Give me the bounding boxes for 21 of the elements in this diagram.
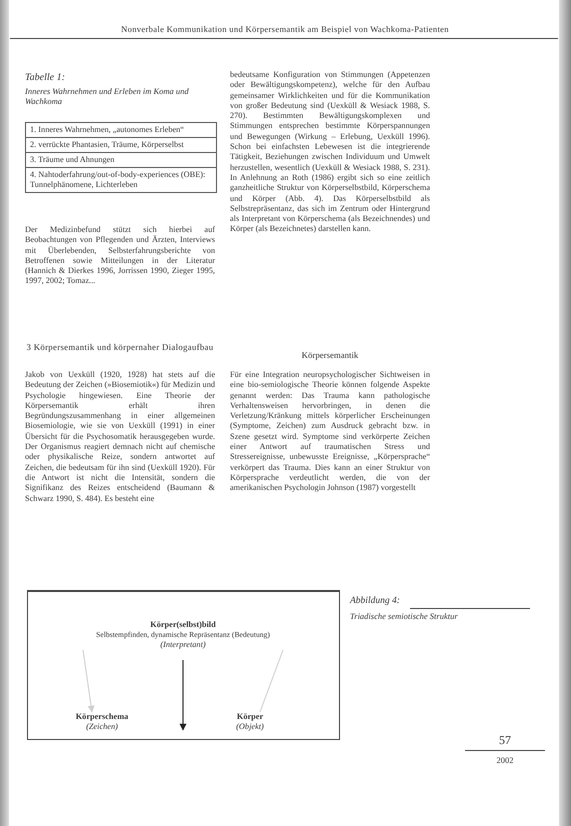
table-row: 1. Inneres Wahrnehmen, „autonomes Erleben“ xyxy=(25,122,217,137)
figure-caption: Triadische semiotische Struktur xyxy=(350,611,459,621)
table-row: 2. verrückte Phantasien, Träume, Körperselbst xyxy=(25,137,217,152)
running-header: Nonverbale Kommunikation und Körpersemantik am Beispiel von Wachkoma-Patienten xyxy=(120,24,450,34)
diagram-label: Körper (Objekt) xyxy=(220,712,280,732)
arrow xyxy=(82,650,95,713)
table-row: 4. Nahtoderfahrung/out-of-body-experiences (OBE): Tunnelphänomene, Lichterleben xyxy=(25,167,217,193)
figure-number: Abbildung 4: xyxy=(350,596,401,606)
diagram-label: Körperschema (Zeichen) xyxy=(62,712,142,732)
body-paragraph: Jakob von Uexküll (1920, 1928) hat stets auf die Bedeutung der Zeichen (»Biosemiotik«) für Medizin und Psychologie hingewiesen. Eine Theorie der Körpersemantik erhält ihren Begründungszusammenhang in einer allgemeinen Biosemiologie, wie sie von Uexküll (1991) in einer Übersicht für die Psychosomatik herausgegeben wurde. Der Organismus reagiert demnach nicht auf chemische oder physikalische Reize, sondern antwortet auf Zeichen, die bedeutsam für ihn sind (Uexküll 1920). Für die Antwort ist nicht die Intensität, sondern die Signifikanz des Reizes entscheidend (Baumann & Schwarz 1990, S. 484). Es besteht eine xyxy=(25,370,215,504)
subsection-heading: Körpersemantik xyxy=(300,350,360,360)
issue-year: 2002 xyxy=(496,755,514,765)
body-paragraph: bedeutsame Konfiguration von Stimmungen (Appetenzen oder Bewältigungskompetenz), welche für den Aufbau gemeinsamer Wirklichkeiten und für die Kommunikation von großer Bedeutung sind (Uexküll & Wesiack 1988, S. 270). Bestimmten Bewältigungskomplexen und Stimmungen entsprechen bestimmte Körperspannungen und Bewegungen (Wirkung – Erlebung, Uexküll 1996). Schon bei einfachsten Lebewesen ist die integrierende Tätigkeit, Beziehungen zwischen Individuum und Umwelt herzustellen, wesentlich (Uexküll & Wesiack 1988, S. 231). In Anlehnung an Roth (1986) ergibt sich so eine zeitlich ganzheitliche Struktur von Körperselbstbild, Körperschema und Körper (Abb. 4). Das Körperselbstbild als Selbstrepräsentanz, das sich im Zentrum oder Hintergrund als Interpretant von Körperschema (als Bezeichnendes) und Körper (als Bezeichnetes) darstellen kann. xyxy=(230,70,430,235)
arrow xyxy=(180,660,186,731)
section-heading: 3 Körpersemantik und körpernaher Dialogaufbau xyxy=(26,342,214,353)
page-number: 57 xyxy=(498,733,512,748)
body-paragraph: Der Medizinbefund stützt sich hierbei auf Beobachtungen von Pflegenden und Ärzten, Interviews mit Überlebenden, Selbsterfahrungsberichte von Betroffenen sowie Mitteilungen in der Literatur (Hannich & Dierkes 1996, Jorrissen 1990, Zieger 1995, 1997, 2002; Tomaz... xyxy=(25,225,215,287)
table-caption: Inneres Wahrnehmen und Erleben im Koma und Wachkoma xyxy=(25,86,190,106)
table-number: Tabelle 1: xyxy=(25,72,66,83)
body-paragraph: Für eine Integration neuropsychologischer Sichtweisen in eine bio-semiologische Theorie können folgende Aspekte genannt werden: Das Trauma kann pathologische Verhaltensweisen hervorbringen, in denen die Verletzung/Kränkung mittels körperlicher Erscheinungen (Symptome, Zeichen) zum Ausdruck gebracht bzw. in Szene gesetzt wird. Symptome sind verkörperte Zeichen einer Antwort auf traumatischen Stress und Stressereignisse, unbewusste Ereignisse, „Körpersprache“ verkörpert das Trauma. Dies kann an einer Struktur von Körpersprache verdeutlicht werden, die von der amerikanischen Psychologin Johnson (1987) vorgestellt xyxy=(230,370,430,494)
table-row: 3. Träume und Ahnungen xyxy=(25,152,217,167)
